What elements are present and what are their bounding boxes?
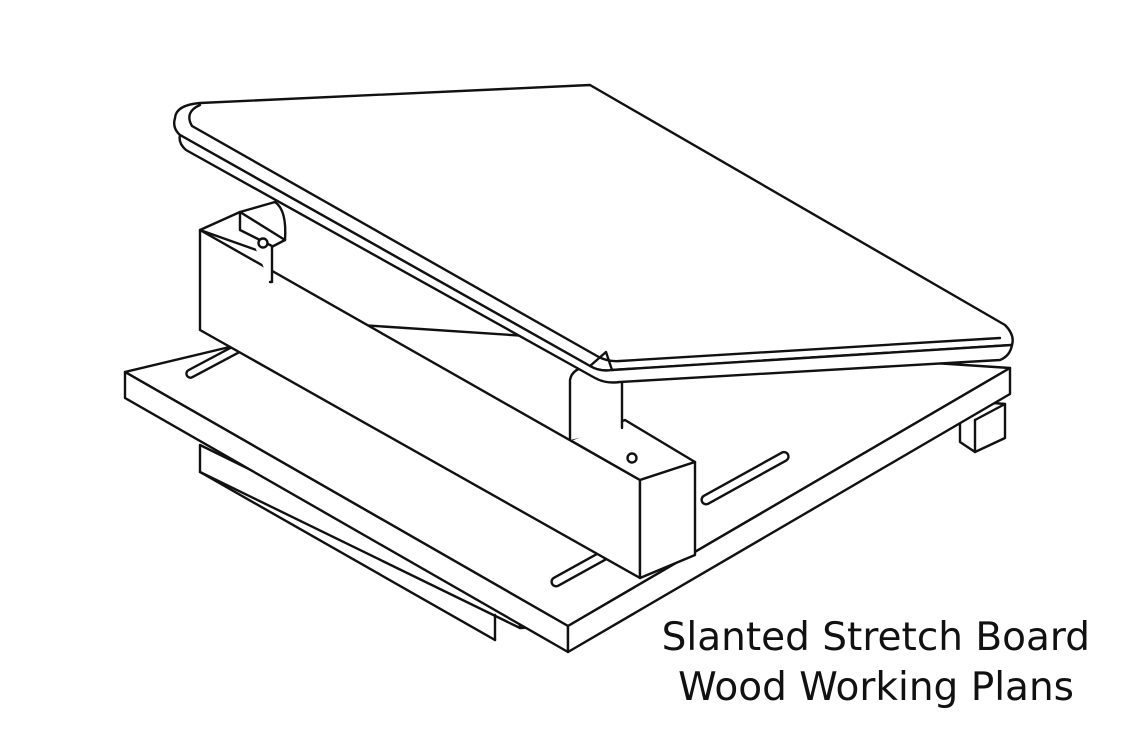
slot-right-upper	[700, 450, 790, 506]
caption-title-line-1: Slanted Stretch Board	[661, 615, 1090, 660]
hinge-bracket-left	[238, 200, 277, 284]
caption-title-line-2: Wood Working Plans	[678, 665, 1074, 710]
slanted-top-board	[172, 83, 1014, 384]
screw-hole-left	[257, 237, 269, 249]
screw-hole-right	[626, 452, 638, 464]
hinge-curve-left	[273, 200, 287, 242]
